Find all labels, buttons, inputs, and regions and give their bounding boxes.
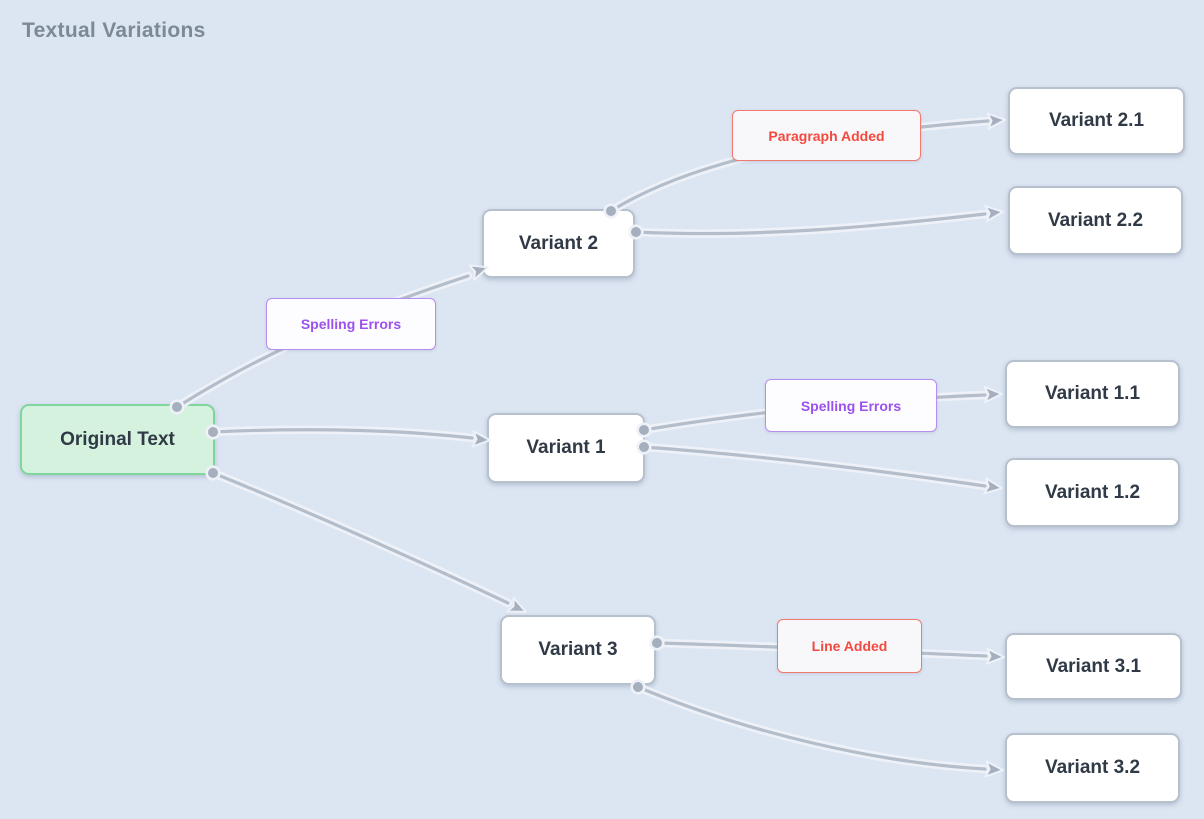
node-label: Variant 3.1 <box>1045 655 1142 677</box>
edge-label-text: Line Added <box>811 638 888 654</box>
node-label: Variant 2.2 <box>1047 209 1144 231</box>
arrowhead <box>986 112 1006 130</box>
node-variant-1-1[interactable]: Variant 1.1 <box>1005 360 1180 428</box>
edge-label-spelling-errors-mid[interactable]: Spelling Errors <box>765 379 937 432</box>
edge-label-text: Spelling Errors <box>800 397 902 414</box>
arrowhead <box>983 385 1003 404</box>
port-variant3-bottom[interactable] <box>630 679 646 695</box>
edge-variant2-to-variant22 <box>631 205 1004 238</box>
arrowhead <box>984 205 1004 223</box>
port-original-top[interactable] <box>169 399 185 415</box>
port-original-right[interactable] <box>205 424 221 440</box>
edge-label-text: Paragraph Added <box>768 127 885 144</box>
node-label: Original Text <box>60 428 175 450</box>
port-variant2-right[interactable] <box>628 224 644 240</box>
port-variant3-right[interactable] <box>649 635 665 651</box>
arrowhead <box>985 647 1005 665</box>
edge-label-paragraph-added[interactable]: Paragraph Added <box>732 110 921 161</box>
edge-original-to-variant1 <box>208 425 491 448</box>
node-label: Variant 1 <box>526 437 606 458</box>
node-label: Variant 2 <box>518 232 599 254</box>
node-variant-1[interactable]: Variant 1 <box>487 413 645 483</box>
edge-label-spelling-errors-top[interactable]: Spelling Errors <box>266 298 436 350</box>
edge-label-text: Spelling Errors <box>300 316 402 332</box>
page-title: Textual Variations <box>22 19 206 42</box>
port-original-bottom[interactable] <box>205 465 221 481</box>
node-variant-1-2[interactable]: Variant 1.2 <box>1005 458 1180 527</box>
port-variant1-right-lower[interactable] <box>636 439 652 455</box>
node-label: Variant 1.1 <box>1044 383 1141 404</box>
node-variant-2-1[interactable]: Variant 2.1 <box>1008 87 1185 155</box>
node-variant-3[interactable]: Variant 3 <box>500 615 656 685</box>
node-original-text[interactable]: Original Text <box>20 404 215 475</box>
node-variant-2-2[interactable]: Variant 2.2 <box>1008 186 1183 255</box>
port-variant1-right-upper[interactable] <box>636 422 652 438</box>
node-label: Variant 3 <box>538 639 618 660</box>
node-variant-3-2[interactable]: Variant 3.2 <box>1005 733 1180 803</box>
node-label: Variant 2.1 <box>1048 110 1145 131</box>
node-variant-3-1[interactable]: Variant 3.1 <box>1005 633 1182 700</box>
arrowhead <box>984 760 1004 778</box>
node-label: Variant 3.2 <box>1044 757 1141 778</box>
node-label: Variant 1.2 <box>1044 481 1141 503</box>
port-variant2-top[interactable] <box>603 203 619 219</box>
edge-label-line-added[interactable]: Line Added <box>777 619 922 673</box>
edge-original-to-variant3 <box>208 468 527 613</box>
edge-variant3-to-variant32 <box>633 682 1004 778</box>
node-variant-2[interactable]: Variant 2 <box>482 209 635 278</box>
edge-variant1-to-variant12 <box>639 442 1003 495</box>
arrowhead <box>983 477 1003 495</box>
